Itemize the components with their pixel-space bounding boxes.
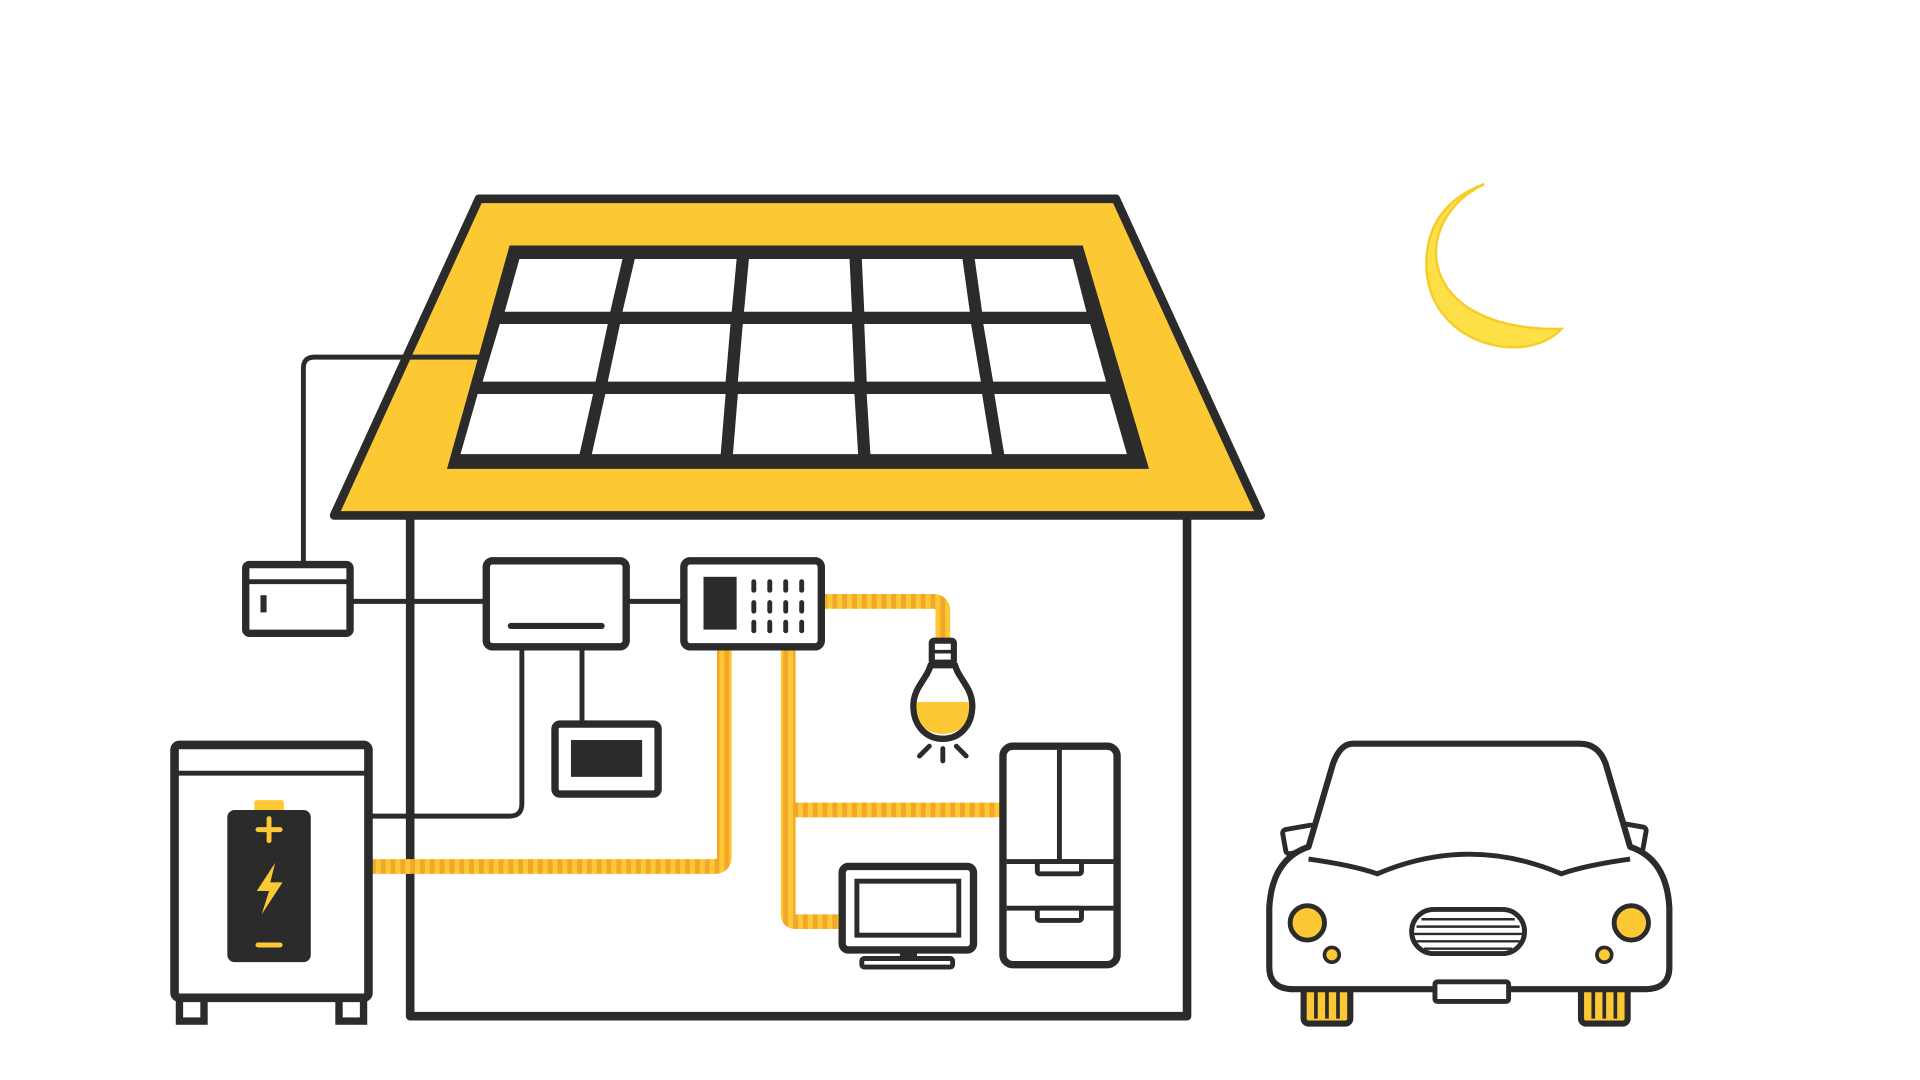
solar-panel-array: [447, 245, 1149, 469]
power-monitor: [551, 720, 662, 798]
storage-battery-unit: [170, 740, 373, 1025]
moon-icon: [1425, 182, 1565, 349]
power-conditioner: [482, 557, 630, 651]
plus-icon: [255, 816, 283, 844]
right-headlight: [1611, 903, 1651, 943]
left-headlight: [1287, 903, 1327, 943]
television-icon: [838, 862, 978, 970]
junction-box: [242, 560, 354, 637]
distribution-board: [680, 557, 825, 651]
refrigerator-icon: [999, 742, 1121, 969]
lightning-bolt-icon: [256, 862, 283, 915]
car-grille: [1409, 906, 1528, 957]
ac-power-wiring: [368, 594, 1003, 930]
dc-wiring: [300, 354, 686, 819]
light-bulb-icon: [910, 637, 976, 764]
license-plate: [1432, 979, 1512, 1004]
electric-car: [1266, 740, 1673, 1027]
